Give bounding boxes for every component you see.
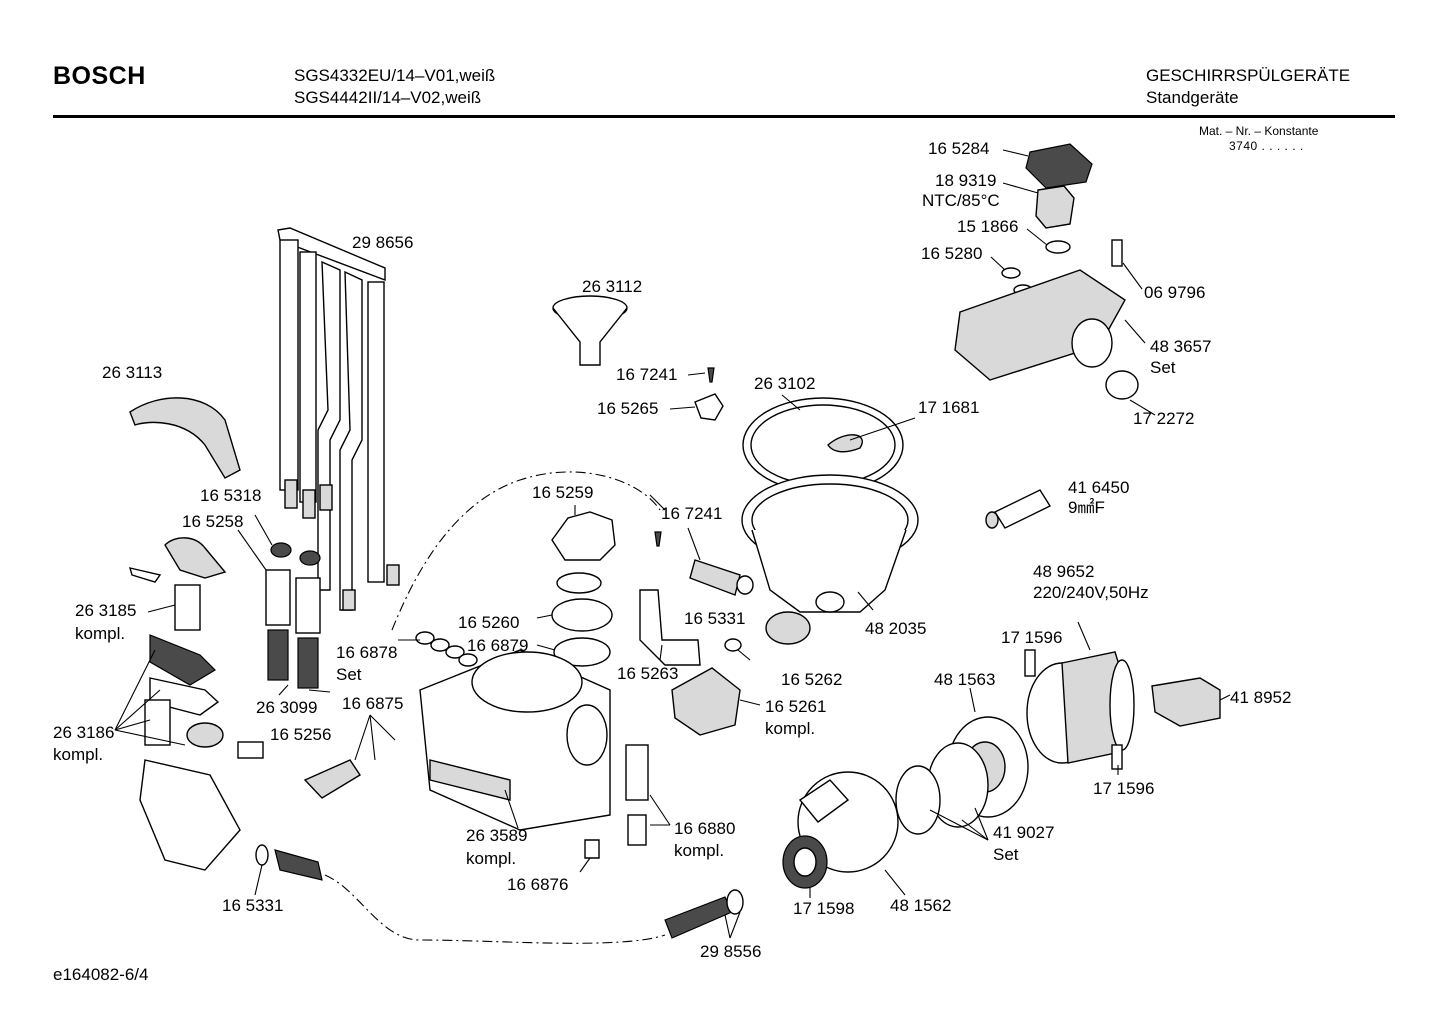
left-valve-group [128,537,264,871]
part-label: 16 5280 [921,244,982,263]
model-line-2: SGS4442II/14–V02,weiß [294,88,482,107]
part-label: 06 9796 [1144,283,1205,302]
part-label: 16 5260 [458,613,519,632]
flow-heater-group [954,143,1139,400]
part-label: 16 5284 [928,139,989,158]
part-label: kompl. [75,624,125,643]
part-label: 18 9319 [935,171,996,190]
part-label: Set [336,665,362,684]
filter-rings [551,511,616,667]
subcategory-title: Standgeräte [1146,88,1239,107]
hose-route-line [324,874,666,944]
part-label: 48 2035 [865,619,926,638]
diagram-id: e164082-6/4 [53,965,149,984]
part-label: 29 8556 [700,942,761,961]
mat-nr-label: Mat. – Nr. – Konstante [1199,124,1319,138]
part-label: 26 3589 [466,826,527,845]
part-label: 41 8952 [1230,688,1291,707]
part-label: 26 3102 [754,374,815,393]
ring-part [736,575,754,595]
part-label: 16 5256 [270,725,331,744]
part-label: 41 6450 [1068,478,1129,497]
part-label: 26 3113 [102,363,162,382]
part-label: Set [1150,358,1176,377]
part-label: kompl. [466,849,516,868]
clip-part [724,638,742,652]
brand-logo: BOSCH [53,62,146,90]
part-label: 16 6880 [674,819,735,838]
funnel-part [552,295,628,366]
part-label: 16 6879 [467,636,528,655]
leader-lines [114,149,1231,939]
part-label: NTC/85°C [922,191,1000,210]
part-label: 16 5331 [684,609,745,628]
drain-hose-left [255,844,323,881]
pump-motor [1024,649,1135,770]
category-title: GESCHIRRSPÜLGERÄTE [1146,66,1351,85]
part-label: 16 5261 [765,697,826,716]
water-tube-assembly [277,227,400,611]
part-label: 15 1866 [957,217,1018,236]
switch-part [671,667,741,736]
part-label: 16 5331 [222,896,283,915]
capacitor-part [985,489,1052,529]
part-label: 220/240V,50Hz [1033,583,1149,602]
part-label: 9㎟F [1068,498,1105,517]
dispenser-assembly [419,649,611,831]
drain-pump-group [782,716,1029,889]
part-label: 26 3186 [53,723,114,742]
screw-part [654,531,662,547]
part-label: 17 1596 [1093,779,1154,798]
part-label: 16 5258 [182,512,243,531]
sump-assembly [741,397,919,645]
float-part [625,744,649,846]
part-label: Set [993,845,1019,864]
part-label: 16 7241 [616,365,677,384]
part-label: 16 6878 [336,643,397,662]
part-label: kompl. [674,841,724,860]
part-label: 48 3657 [1150,337,1211,356]
part-label: 16 5259 [532,483,593,502]
part-label: 17 1598 [793,899,854,918]
part-label: 41 9027 [993,823,1054,842]
bracket-part [694,393,724,421]
part-label: 26 3099 [256,698,317,717]
mat-nr-value: 3740 . . . . . . [1229,139,1304,153]
part-label: kompl. [765,719,815,738]
valve-part [303,759,361,799]
part-label: 26 3185 [75,601,136,620]
clip-part [584,839,600,859]
part-label: 16 6876 [507,875,568,894]
connector-part [1151,677,1221,727]
part-label: 17 1596 [1001,628,1062,647]
part-label: 48 1562 [890,896,951,915]
assembly-boundary-line [391,471,661,631]
hose-part [689,559,741,596]
part-label: 16 7241 [661,504,722,523]
part-label: 17 1681 [918,398,979,417]
drain-hose-bottom [664,889,744,939]
model-line-1: SGS4332EU/14–V01,weiß [294,66,496,85]
part-label: 16 5262 [781,670,842,689]
part-label: 17 2272 [1133,409,1194,428]
part-label: 16 5263 [617,664,678,683]
header-divider [53,115,1395,118]
cover-part [129,397,241,479]
part-label: 26 3112 [582,277,642,296]
part-label: 48 1563 [934,670,995,689]
part-label: 16 6875 [342,694,403,713]
part-label: 16 5265 [597,399,658,418]
part-label: 29 8656 [352,233,413,252]
part-label: 16 5318 [200,486,261,505]
small-seals-set [415,631,478,667]
guide-part [639,589,701,666]
part-label: kompl. [53,745,103,764]
seal-and-spring-group [265,542,321,689]
part-label: 48 9652 [1033,562,1094,581]
screw-part [707,367,715,383]
